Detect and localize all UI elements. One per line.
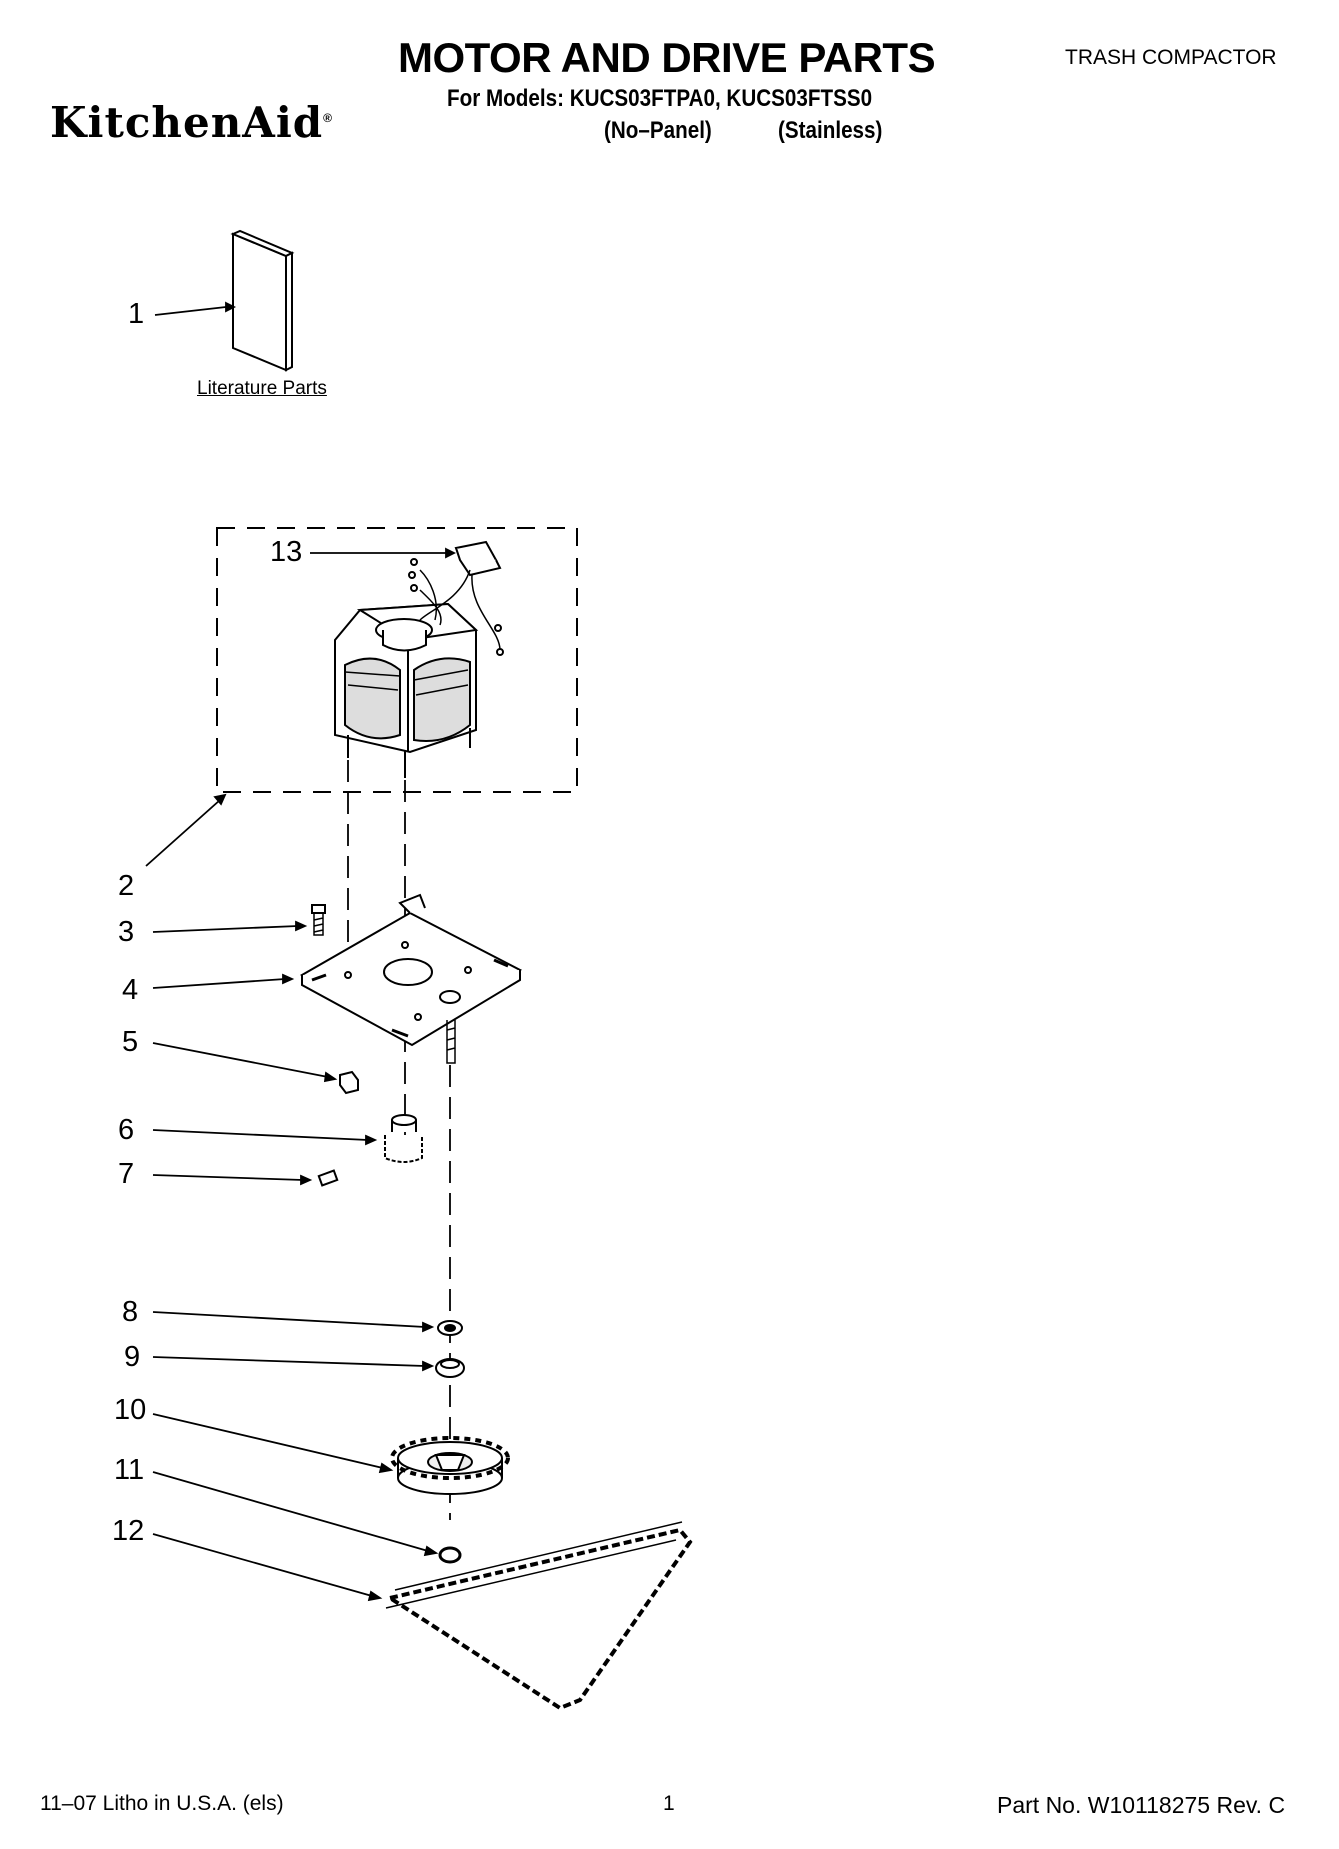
product-category: TRASH COMPACTOR xyxy=(1065,46,1277,69)
callout-12: 12 xyxy=(112,1515,145,1547)
print-info: 11–07 Litho in U.S.A. (els) xyxy=(40,1792,284,1815)
callout-6: 6 xyxy=(118,1114,135,1146)
motor-assembly-box xyxy=(216,527,578,793)
sprocket-icon xyxy=(390,1436,510,1495)
nut-icon xyxy=(339,1070,359,1095)
mounting-plate-icon xyxy=(299,893,523,1047)
callout-5: 5 xyxy=(122,1026,139,1058)
brand-name: KitchenAid xyxy=(50,98,324,147)
drive-chain-icon xyxy=(384,1521,693,1711)
page-number: 1 xyxy=(663,1792,675,1815)
registered-mark: ® xyxy=(323,111,333,125)
model-variant-no-panel: (No–Panel) xyxy=(604,117,712,144)
model-numbers: For Models: KUCS03FTPA0, KUCS03FTSS0 xyxy=(447,85,873,112)
callout-11: 11 xyxy=(114,1454,145,1486)
callout-leaders xyxy=(145,301,457,1602)
callout-10: 10 xyxy=(114,1394,147,1426)
callout-13: 13 xyxy=(270,536,303,568)
pinion-gear-icon xyxy=(384,1114,423,1163)
callout-3: 3 xyxy=(118,916,135,948)
literature-parts-label: Literature Parts xyxy=(197,378,327,399)
page-title: MOTOR AND DRIVE PARTS xyxy=(398,34,936,81)
wire-harness-icon xyxy=(408,540,504,656)
callout-9: 9 xyxy=(124,1341,141,1373)
callout-2: 2 xyxy=(118,870,135,902)
callout-4: 4 xyxy=(122,974,139,1006)
callout-8: 8 xyxy=(122,1296,139,1328)
callout-1: 1 xyxy=(128,298,145,330)
brand-logo: KitchenAid® xyxy=(50,98,333,147)
washer-large-icon xyxy=(435,1358,465,1378)
motor-icon xyxy=(334,602,479,778)
callout-7: 7 xyxy=(118,1158,135,1190)
washer-small-icon xyxy=(437,1320,463,1336)
literature-booklet-icon xyxy=(230,229,295,372)
retaining-clip-icon xyxy=(438,1546,462,1564)
part-number: Part No. W10118275 Rev. C xyxy=(997,1792,1286,1818)
set-screw-icon xyxy=(317,1169,339,1187)
screw-icon xyxy=(311,904,326,936)
model-variant-stainless: (Stainless) xyxy=(778,117,883,144)
